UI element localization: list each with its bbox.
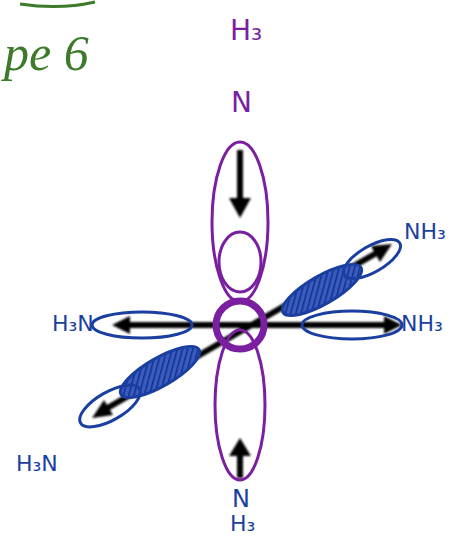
ligand-nitrogen: N <box>232 486 250 512</box>
shape-note: pe 6 <box>4 26 89 81</box>
ligand-hydrogen: H₃ <box>230 512 255 536</box>
cut-handwriting <box>20 2 95 7</box>
ligand-nitrogen: N <box>231 88 252 119</box>
equatorial-orbital <box>74 232 407 435</box>
ligand-formula: NH₃ <box>401 312 443 336</box>
axial-orbital <box>212 142 268 480</box>
bond-arrows <box>92 150 402 478</box>
ligand-formula: H₃N <box>16 452 58 476</box>
ligand-formula: H₃N <box>52 312 94 336</box>
ligand-formula: NH₃ <box>404 220 446 244</box>
ligand-hydrogen: H₃ <box>230 16 262 47</box>
